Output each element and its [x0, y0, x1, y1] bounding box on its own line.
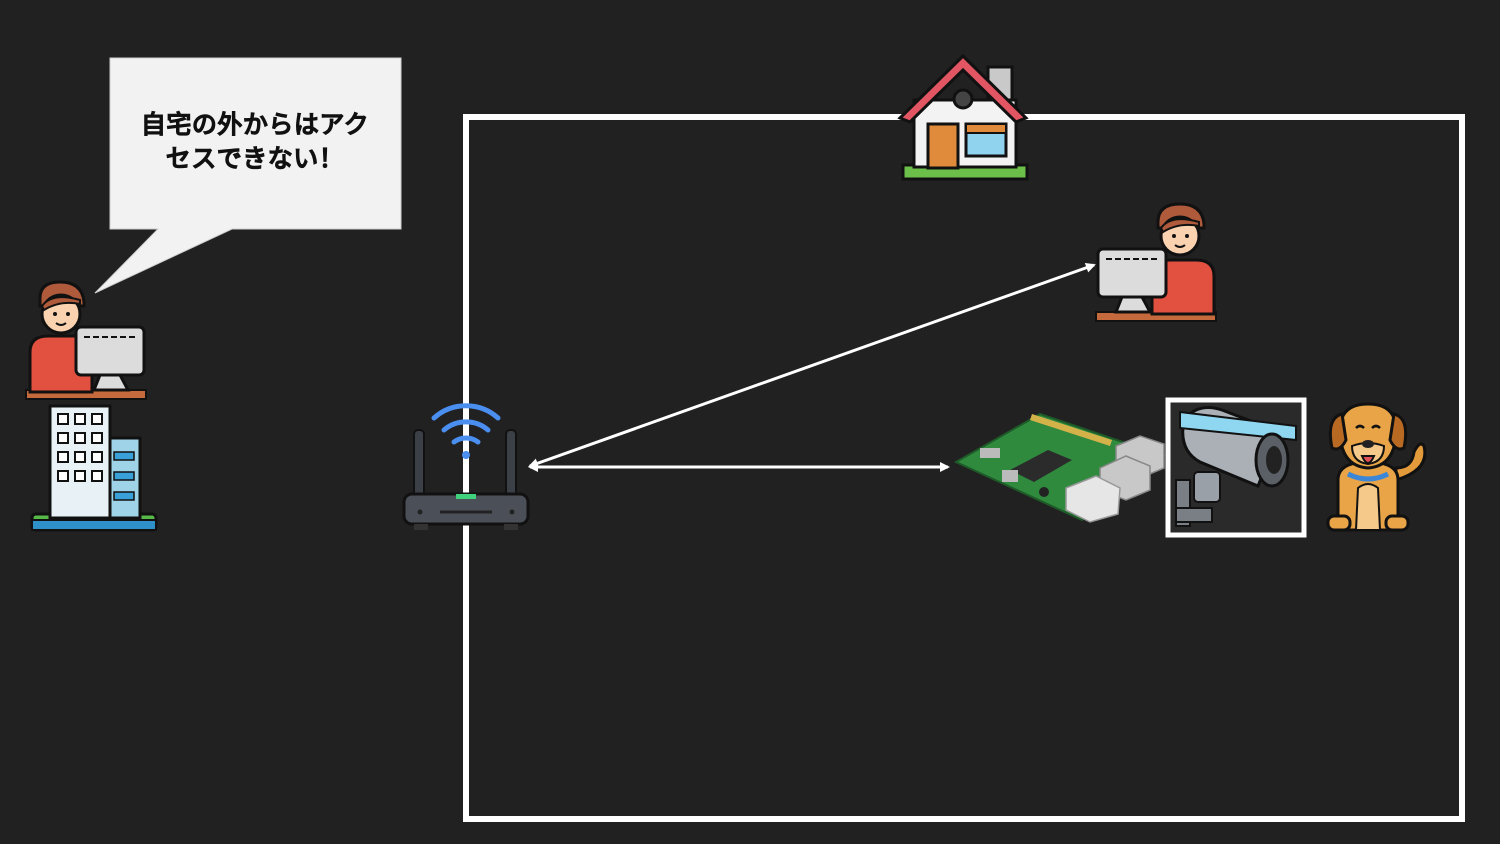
remote-user-icon	[25, 280, 147, 400]
wifi-router-icon	[402, 403, 530, 530]
dog-icon	[1326, 402, 1427, 532]
speech-bubble	[94, 57, 402, 294]
house-icon	[897, 53, 1029, 181]
office-building-icon	[30, 404, 158, 532]
raspberry-pi-board-icon	[953, 412, 1167, 523]
callout-line-1: 自宅の外からはアク	[140, 110, 370, 140]
home-user-icon	[1095, 202, 1217, 322]
arrow-router-home-pc	[528, 262, 1096, 469]
security-camera-icon	[1165, 397, 1307, 538]
callout-text: 自宅の外からはアク セスできない！	[110, 108, 400, 176]
callout-line-2: セスできない！	[165, 144, 345, 174]
